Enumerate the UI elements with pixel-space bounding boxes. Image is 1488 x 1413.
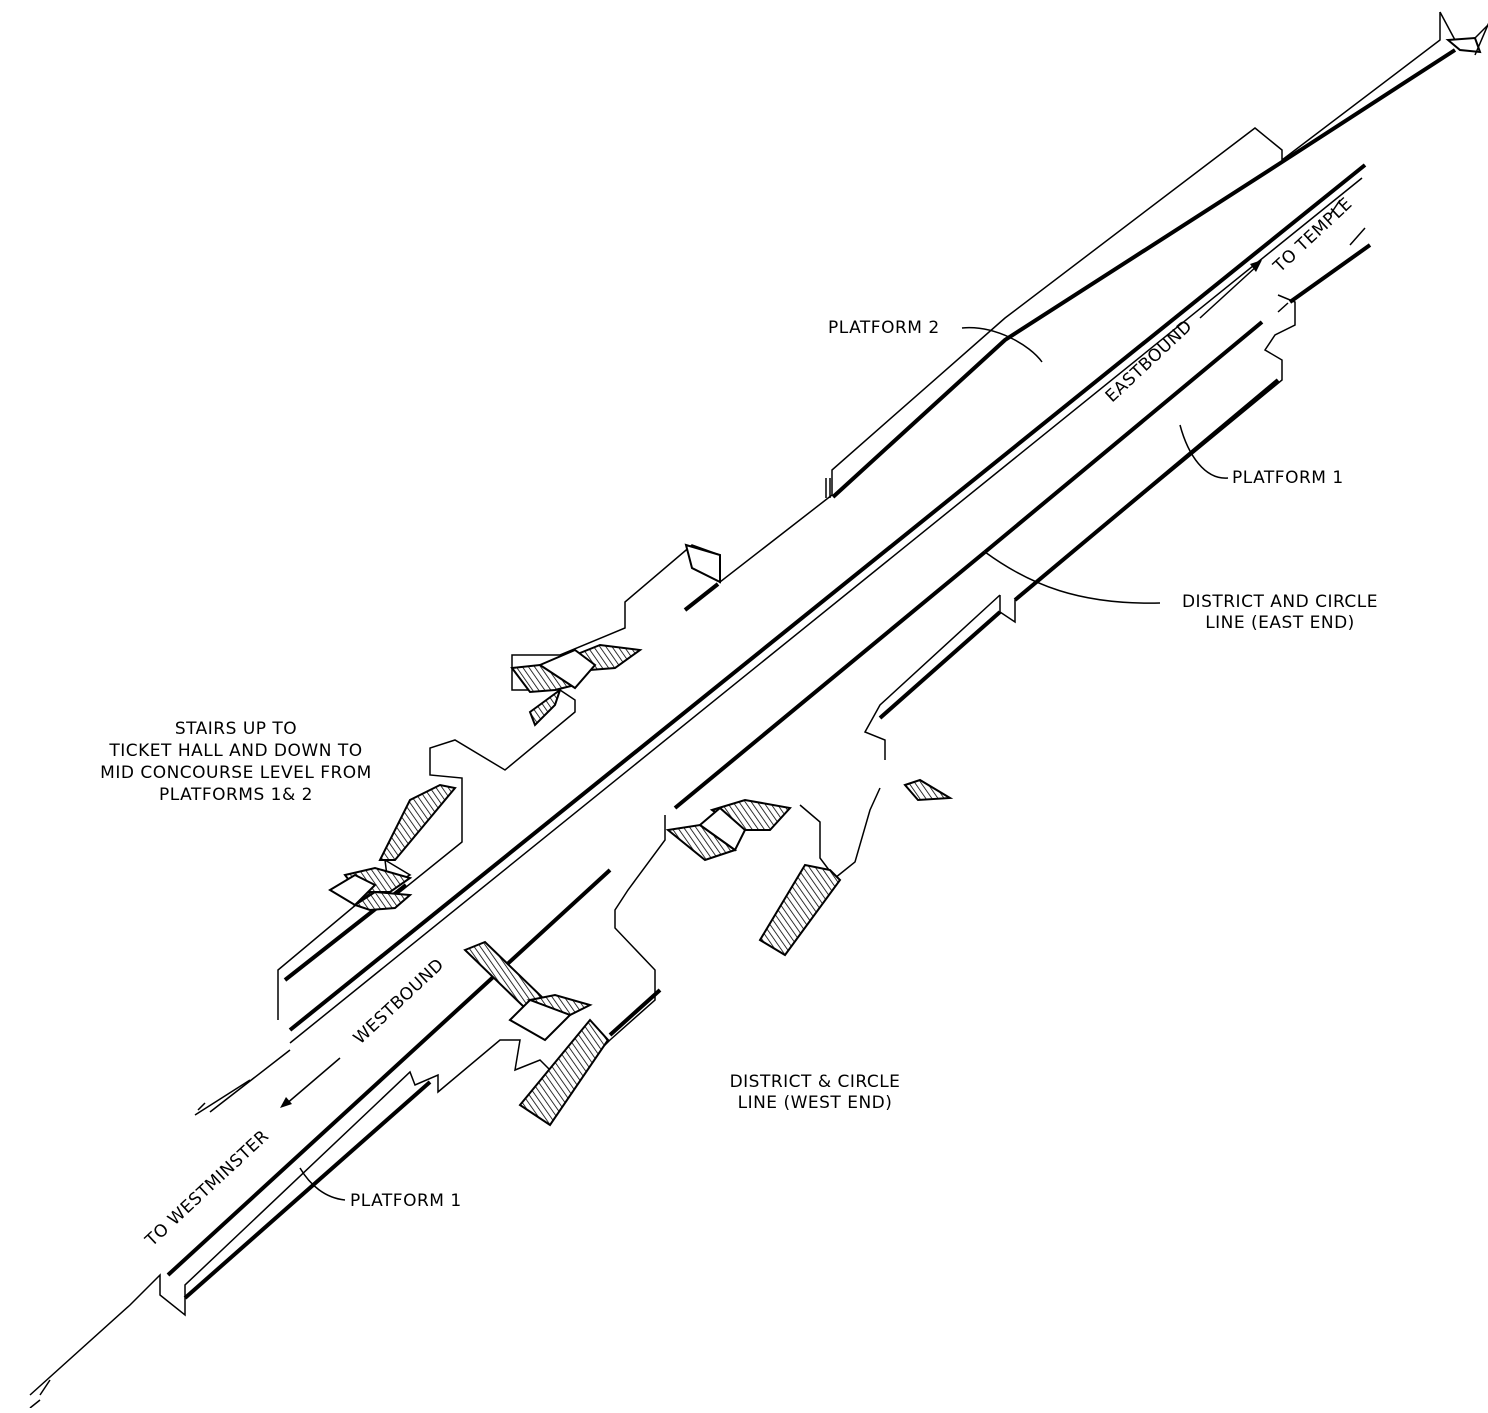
- arrow-east-icon: [1250, 260, 1262, 272]
- label-platform-2: PLATFORM 2: [828, 318, 940, 338]
- label-stairs-line3: MID CONCOURSE LEVEL FROM: [100, 763, 372, 783]
- label-stairs-line2: TICKET HALL AND DOWN TO: [108, 741, 362, 761]
- direction-arrows: [280, 260, 1262, 1108]
- labels: PLATFORM 2 PLATFORM 1 PLATFORM 1 EASTBOU…: [100, 194, 1378, 1251]
- label-platform-1-east: PLATFORM 1: [1232, 468, 1344, 488]
- platform-1-east-edge: [166, 243, 1372, 1277]
- stairs-north: [328, 643, 643, 912]
- platform-2-edge: [288, 163, 1367, 1044]
- label-to-westminster: TO WESTMINSTER: [141, 1126, 273, 1251]
- label-stairs-line1: STAIRS UP TO: [175, 719, 297, 739]
- leader-lines: [299, 327, 1229, 1201]
- stairs-south: [463, 778, 954, 1127]
- label-stairs-line4: PLATFORMS 1& 2: [159, 785, 313, 805]
- platform-1-wall: [29, 294, 1296, 1409]
- label-platform-1-west: PLATFORM 1: [350, 1191, 462, 1211]
- platform-2-wall: [277, 11, 1488, 1020]
- track-lines: [194, 199, 1366, 1116]
- label-east-end-line1: DISTRICT AND CIRCLE: [1182, 592, 1378, 612]
- label-east-end-line2: LINE (EAST END): [1205, 613, 1355, 633]
- label-west-end-line1: DISTRICT & CIRCLE: [730, 1072, 901, 1092]
- arrow-west-icon: [280, 1097, 292, 1108]
- label-west-end-line2: LINE (WEST END): [738, 1093, 893, 1113]
- label-eastbound: EASTBOUND: [1102, 316, 1197, 406]
